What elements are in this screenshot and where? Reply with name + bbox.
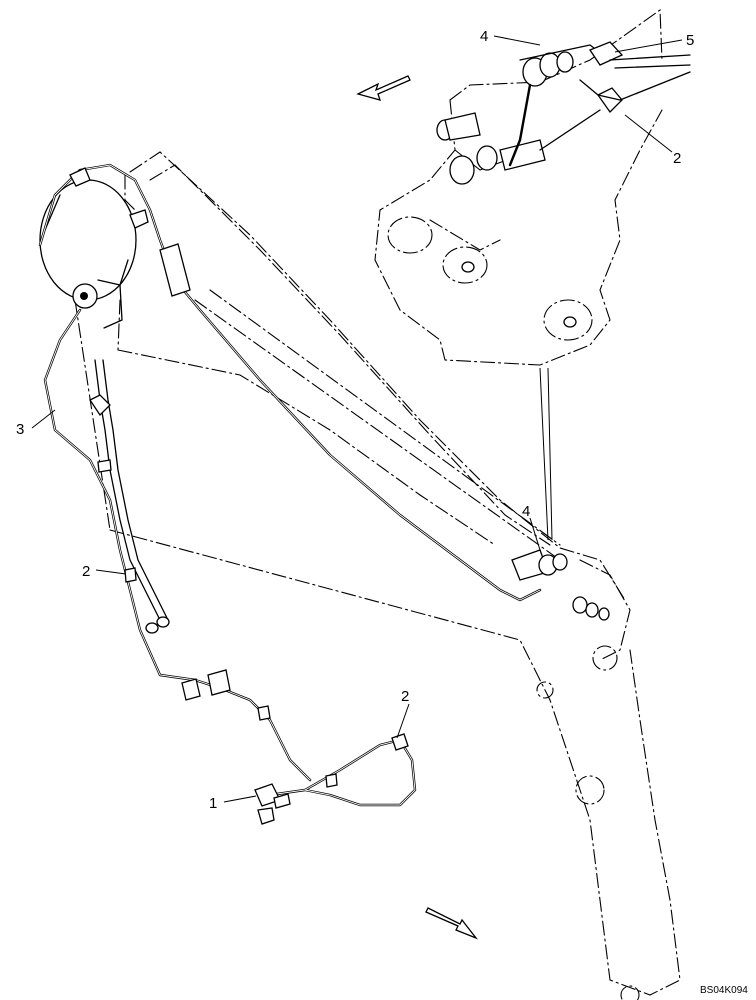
clip-2-upper [597,87,623,114]
wiring-harness [38,163,610,825]
connector-1 [254,783,291,825]
callout-2-upper: 2 [673,150,681,167]
direction-arrow-icon [356,75,411,101]
callout-4-lower: 4 [522,503,530,520]
connector-4-lower [511,549,610,621]
clip-5 [589,41,691,69]
drawing-code: BS04K094 [700,985,748,996]
callout-3: 3 [16,421,24,438]
callout-5: 5 [686,32,694,49]
callout-4-upper: 4 [480,28,488,45]
hydraulic-coupler-lower [449,139,546,185]
callout-2-lower: 2 [401,688,409,705]
pivot-cylinder [39,179,137,329]
loader-arm-outline [74,151,681,1000]
direction-arrow-icon [425,907,478,940]
attachment-detail [374,8,691,366]
callout-leaders [31,35,683,803]
callout-1: 1 [209,795,217,812]
callout-2-left: 2 [82,563,90,580]
hydraulic-coupler-upper [436,112,481,141]
connector-4-upper [519,44,611,87]
detail-projection-lines [539,367,553,541]
